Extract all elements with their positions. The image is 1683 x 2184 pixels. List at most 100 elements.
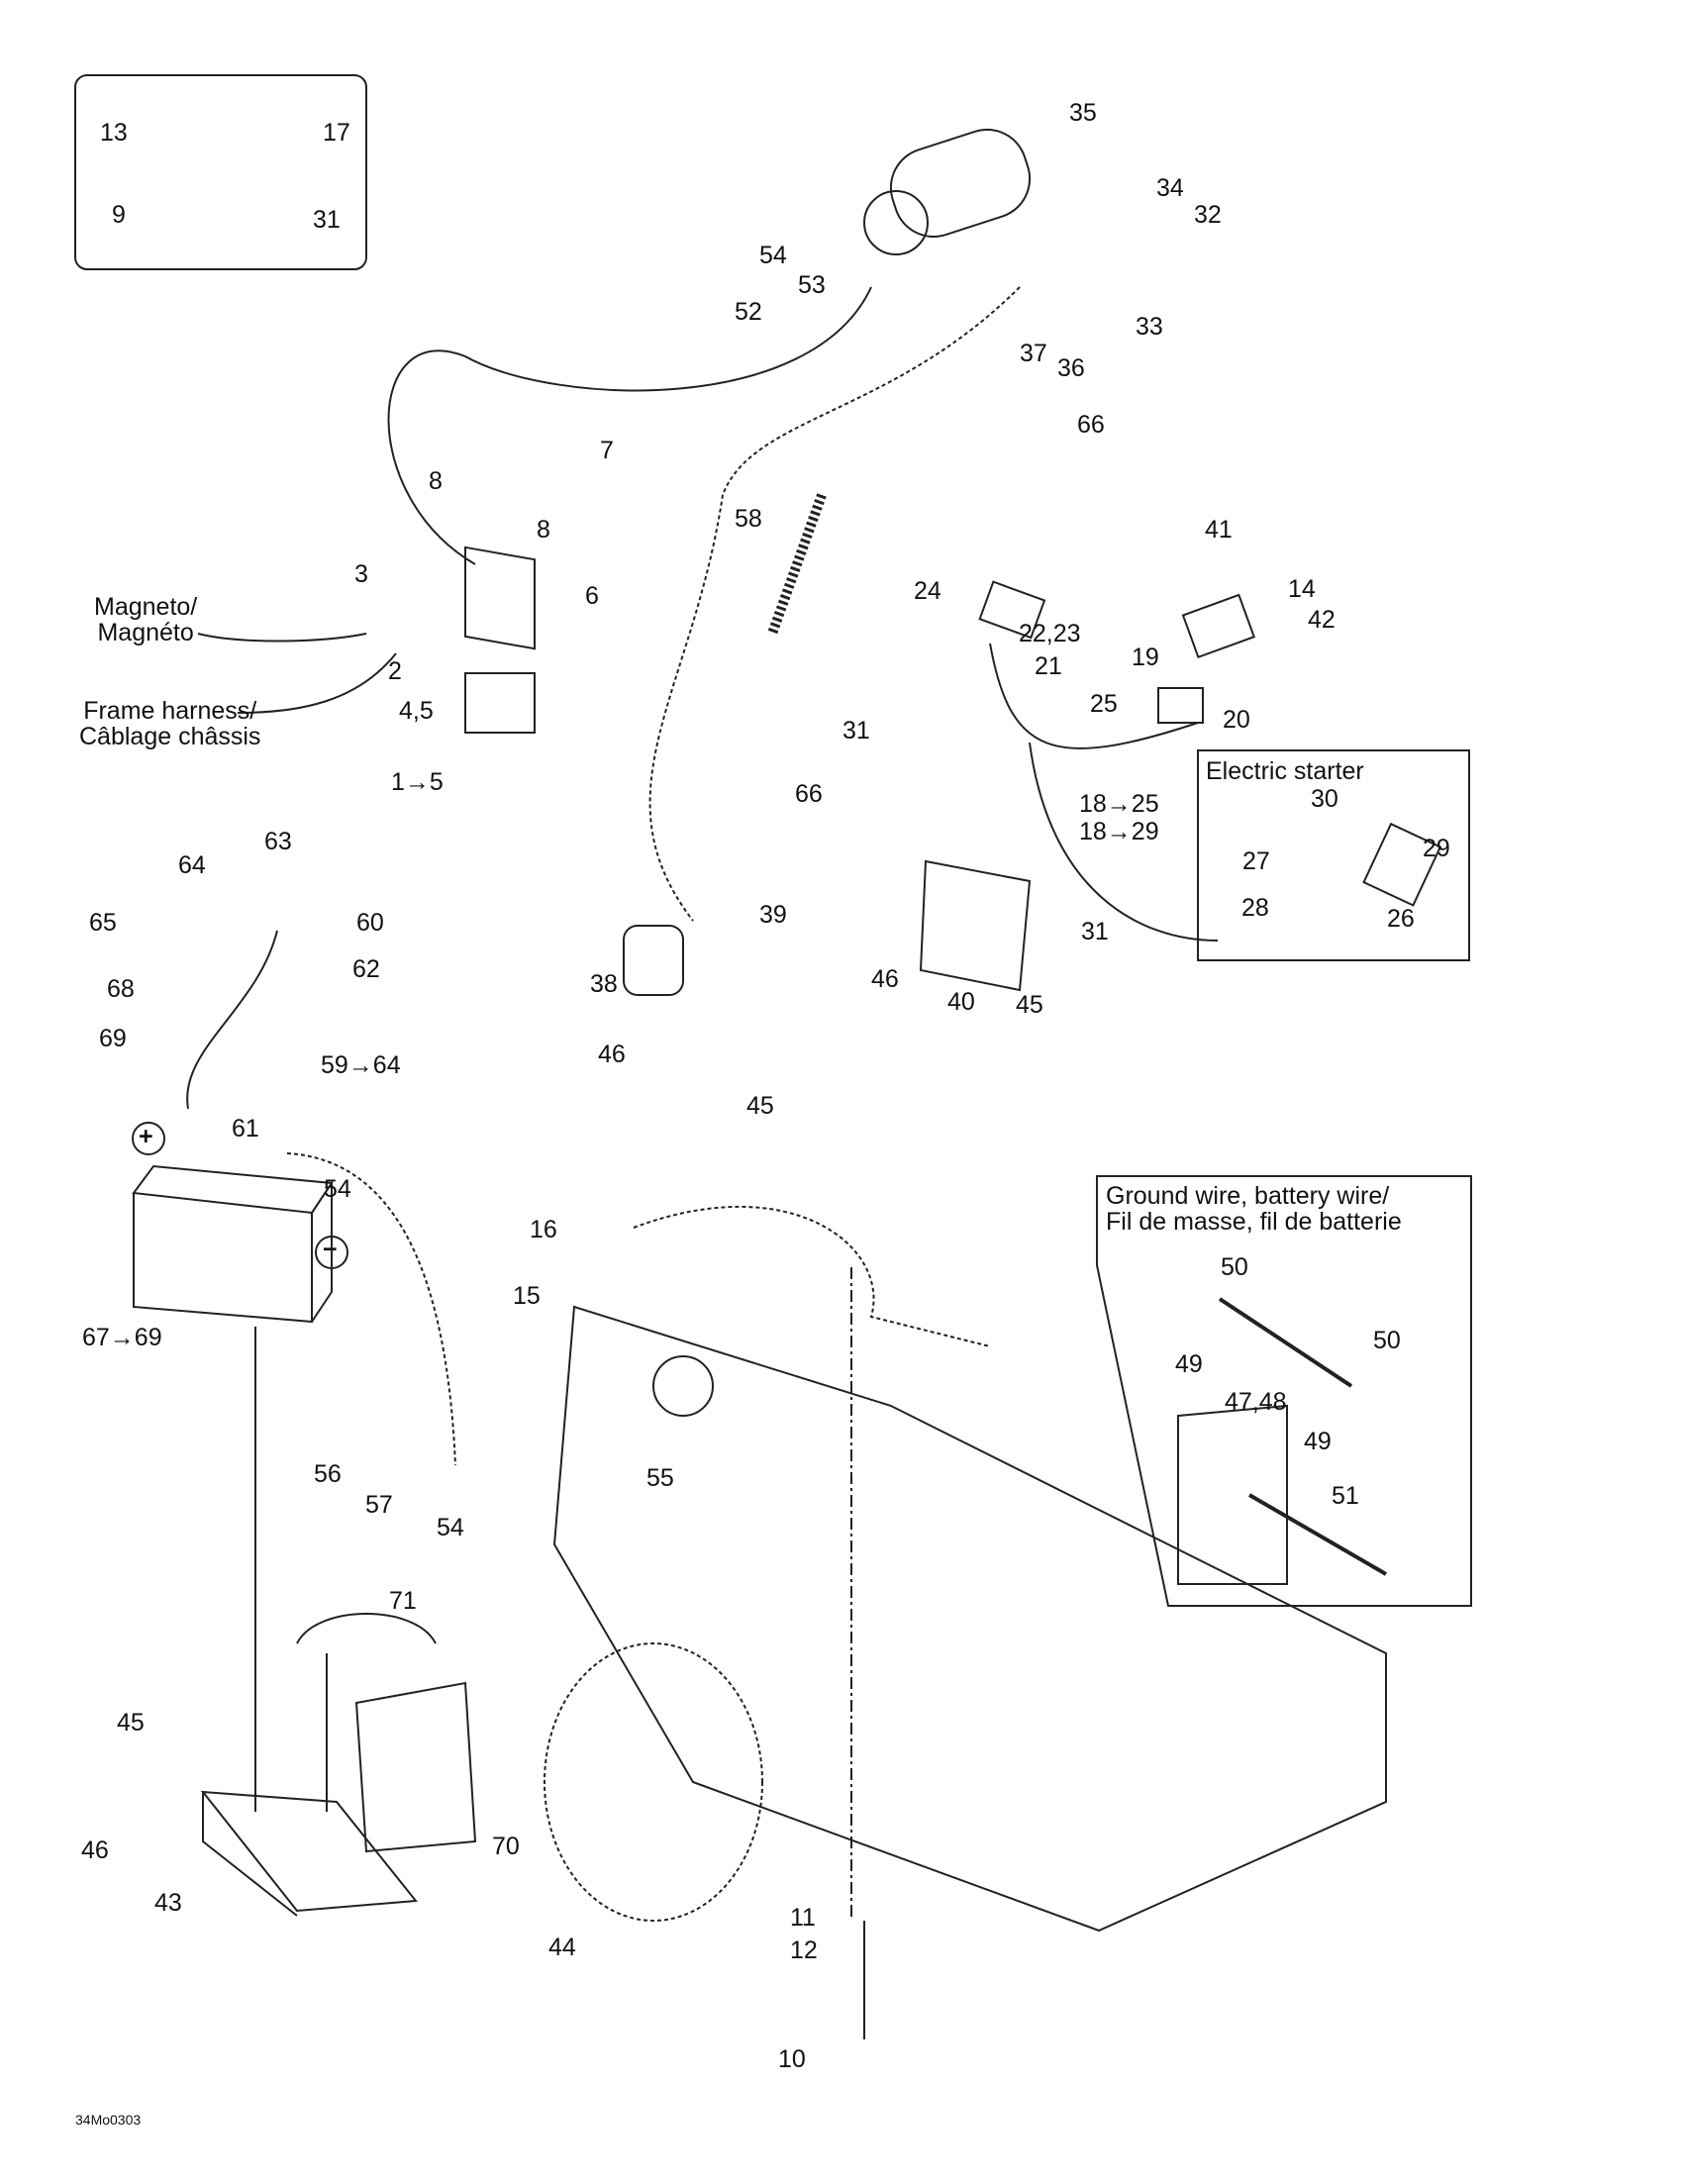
part-label-46c: 46 (81, 1837, 109, 1864)
electric-starter-frame (1197, 749, 1470, 961)
part-label-6: 6 (585, 582, 599, 610)
part-label: 17 (323, 119, 350, 147)
magneto-callout: Magneto/ Magnéto (94, 593, 198, 647)
part-label-61: 61 (232, 1115, 259, 1142)
frame-harness-arrow (237, 652, 397, 714)
battery-cover-icon (354, 1681, 477, 1853)
regulator-icon (464, 672, 536, 734)
part-label-45c: 45 (1016, 991, 1043, 1019)
electric-starter-title: Electric starter (1206, 757, 1364, 785)
part-label-41: 41 (1205, 516, 1233, 544)
part-label-71: 71 (389, 1587, 417, 1615)
battery-icon (132, 1164, 334, 1324)
part-label-19: 19 (1132, 644, 1159, 671)
part-label-34: 34 (1156, 174, 1184, 202)
magneto-arrow (197, 633, 367, 643)
part-label-45d: 45 (117, 1709, 145, 1737)
part-label-51: 51 (1332, 1482, 1359, 1510)
part-label-16: 16 (530, 1216, 557, 1243)
part-label-56: 56 (314, 1460, 342, 1488)
part-label-12: 12 (790, 1936, 818, 1964)
part-label-38: 38 (590, 970, 618, 998)
battery-tray-icon (200, 1790, 418, 1917)
part-label-43: 43 (154, 1889, 182, 1917)
part-label-1to5: 1→5 (391, 768, 444, 796)
wire-battery-negative (286, 1152, 456, 1466)
part-label-15: 15 (513, 1282, 541, 1310)
frame-harness-callout: Frame harness/ Câblage châssis (79, 697, 261, 751)
bracket-plate-icon (919, 859, 1032, 992)
reference-code: 34Mo0303 (75, 2112, 142, 2128)
frame-tube (633, 1205, 991, 1347)
part-label-29: 29 (1423, 835, 1450, 862)
part-label-24: 24 (914, 577, 941, 605)
part-label-14: 14 (1288, 575, 1316, 603)
coolant-reservoir-icon (1177, 1404, 1288, 1585)
part-label-39: 39 (759, 901, 787, 929)
part-label-49b: 49 (1304, 1428, 1332, 1455)
fuse-holder-icon (978, 580, 1046, 640)
ground-wire-title: Ground wire, battery wire/ Fil de masse,… (1106, 1182, 1402, 1237)
bracket-icon (464, 546, 536, 650)
part-label-18to25: 18→25 (1079, 790, 1159, 818)
part-label-55: 55 (646, 1464, 674, 1492)
positive-symbol: + (139, 1123, 153, 1150)
part-label-65: 65 (89, 909, 117, 937)
part-label-30: 30 (1311, 785, 1338, 813)
ground-wire-frame (1096, 1175, 1472, 1607)
part-label: 31 (313, 206, 341, 234)
connector-icon (1157, 687, 1204, 724)
negative-terminal-icon (315, 1236, 348, 1269)
part-label-49a: 49 (1175, 1350, 1203, 1378)
negative-symbol: − (323, 1236, 338, 1263)
part-label-68: 68 (107, 975, 135, 1003)
part-label-66b: 66 (795, 780, 823, 808)
battery-strap-icon (296, 1613, 437, 1644)
part-label-70: 70 (492, 1833, 520, 1860)
part-label-54c: 54 (437, 1514, 464, 1541)
cable-sleeve-58 (767, 493, 827, 636)
positive-terminal-icon (132, 1122, 165, 1155)
part-label-58: 58 (735, 505, 762, 533)
part-label-67to69: 67→69 (82, 1324, 162, 1351)
wire (387, 286, 872, 565)
part-label-27: 27 (1242, 847, 1270, 875)
part-label: 9 (112, 201, 126, 229)
wire-battery-positive (186, 930, 278, 1110)
part-label-18to29: 18→29 (1079, 818, 1159, 845)
hardware-inset-frame (74, 74, 367, 270)
crimp-tool-icon (1247, 1493, 1388, 1576)
part-label-40: 40 (947, 988, 975, 1016)
part-label-2: 2 (388, 657, 402, 685)
part-label-64: 64 (178, 851, 206, 879)
part-label-8b: 8 (537, 516, 550, 544)
part-label-60: 60 (356, 909, 384, 937)
part-label-7: 7 (600, 437, 614, 464)
part-label-10: 10 (778, 2045, 806, 2073)
part-label-45a: 4,5 (399, 697, 434, 725)
solenoid-icon (623, 925, 684, 996)
cap-icon (652, 1355, 714, 1417)
fuse-holder-starter-icon (1362, 822, 1442, 907)
part-label: 13 (100, 119, 128, 147)
wire-relay (989, 643, 1199, 749)
part-label-44: 44 (548, 1934, 576, 1961)
part-label-59to64: 59→64 (321, 1051, 401, 1079)
part-label-46a: 46 (598, 1041, 626, 1068)
part-label-62: 62 (352, 955, 380, 983)
part-label-32: 32 (1194, 201, 1222, 229)
part-label-2223: 22,23 (1019, 620, 1081, 647)
part-label-20: 20 (1223, 706, 1250, 734)
part-label-28: 28 (1241, 894, 1269, 922)
part-label-37: 37 (1020, 340, 1047, 367)
part-label-50a: 50 (1221, 1253, 1248, 1281)
part-label-52: 52 (735, 298, 762, 326)
part-label-42: 42 (1308, 606, 1336, 634)
part-label-57: 57 (365, 1491, 393, 1519)
part-label-54b: 54 (324, 1175, 351, 1203)
part-label-46b: 46 (871, 965, 899, 993)
part-label-8a: 8 (429, 467, 443, 495)
part-label-26: 26 (1387, 905, 1415, 933)
part-label-31b: 31 (1081, 918, 1109, 945)
part-label-3: 3 (354, 560, 368, 588)
